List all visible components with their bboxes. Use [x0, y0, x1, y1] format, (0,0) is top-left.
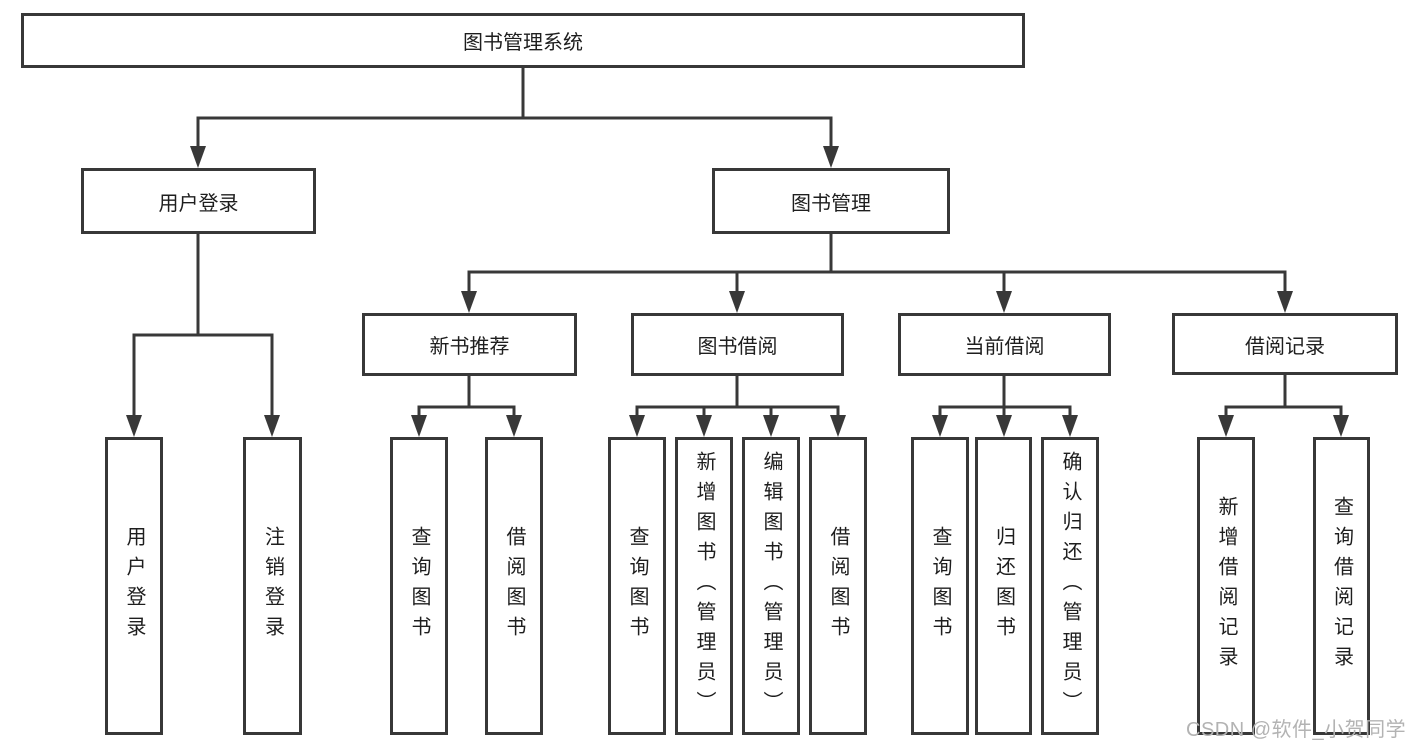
arrowheads-user-login-children — [126, 415, 280, 437]
connector-new-book-children — [417, 374, 516, 419]
node-new-book-recommend: 新书推荐 — [362, 313, 577, 376]
node-leaf-bb-add-book-label: 新增图书（管理员） — [693, 451, 715, 721]
node-user-login: 用户登录 — [81, 168, 316, 234]
node-leaf-br-add-record-label: 新增借阅记录 — [1215, 496, 1237, 676]
arrowheads-book-borrow-children — [629, 415, 846, 437]
node-leaf-nb-query-book: 查询图书 — [390, 437, 448, 735]
node-leaf-cb-confirm-return: 确认归还（管理员） — [1041, 437, 1099, 735]
node-borrow-record-label: 借阅记录 — [1245, 335, 1325, 358]
node-leaf-logout-label: 注销登录 — [261, 526, 284, 646]
node-leaf-user-login-label: 用户登录 — [123, 526, 145, 646]
node-leaf-cb-query-book-label: 查询图书 — [929, 526, 951, 646]
node-leaf-br-query-record: 查询借阅记录 — [1313, 437, 1370, 735]
node-leaf-cb-return-book-label: 归还图书 — [992, 526, 1015, 646]
node-leaf-user-login: 用户登录 — [105, 437, 163, 735]
node-new-book-recommend-label: 新书推荐 — [429, 336, 510, 358]
node-leaf-bb-borrow-book: 借阅图书 — [809, 437, 867, 735]
arrowheads-level2 — [461, 291, 1293, 313]
arrowheads-level1 — [190, 146, 839, 168]
node-leaf-logout: 注销登录 — [243, 437, 302, 735]
node-leaf-bb-edit-book: 编辑图书（管理员） — [742, 437, 800, 735]
node-book-management-label: 图书管理 — [791, 192, 871, 215]
node-leaf-bb-borrow-book-label: 借阅图书 — [827, 526, 849, 646]
node-leaf-bb-edit-book-label: 编辑图书（管理员） — [760, 451, 782, 721]
node-book-borrow: 图书借阅 — [631, 313, 844, 376]
connector-root-to-level1 — [196, 66, 833, 150]
connector-book-borrow-children — [635, 374, 840, 419]
node-leaf-nb-borrow-book: 借阅图书 — [485, 437, 543, 735]
node-leaf-cb-return-book: 归还图书 — [975, 437, 1032, 735]
node-book-management: 图书管理 — [712, 168, 950, 234]
node-book-borrow-label: 图书借阅 — [697, 336, 778, 358]
node-current-borrow-label: 当前借阅 — [964, 336, 1045, 358]
arrowheads-borrow-record-children — [1218, 415, 1349, 437]
node-leaf-cb-query-book: 查询图书 — [911, 437, 969, 735]
node-leaf-nb-borrow-book-label: 借阅图书 — [503, 526, 525, 646]
node-leaf-br-query-record-label: 查询借阅记录 — [1330, 496, 1353, 676]
node-root: 图书管理系统 — [21, 13, 1025, 68]
node-current-borrow: 当前借阅 — [898, 313, 1111, 376]
csdn-watermark: CSDN @软件_小贺同学 — [1186, 719, 1405, 741]
node-leaf-nb-query-book-label: 查询图书 — [408, 526, 430, 646]
node-leaf-bb-query-book: 查询图书 — [608, 437, 666, 735]
node-leaf-bb-query-book-label: 查询图书 — [626, 526, 648, 646]
node-user-login-label: 用户登录 — [158, 192, 239, 215]
arrowheads-current-borrow-children — [932, 415, 1078, 437]
node-root-label: 图书管理系统 — [463, 32, 583, 54]
connector-user-login-children — [132, 232, 274, 419]
connector-borrow-record-children — [1224, 372, 1343, 419]
node-leaf-br-add-record: 新增借阅记录 — [1197, 437, 1255, 735]
arrowheads-new-book-children — [411, 415, 522, 437]
node-borrow-record: 借阅记录 — [1172, 313, 1398, 375]
connector-book-management-children — [467, 232, 1287, 295]
node-leaf-bb-add-book: 新增图书（管理员） — [675, 437, 733, 735]
node-leaf-cb-confirm-return-label: 确认归还（管理员） — [1059, 451, 1081, 721]
connector-current-borrow-children — [938, 374, 1072, 419]
